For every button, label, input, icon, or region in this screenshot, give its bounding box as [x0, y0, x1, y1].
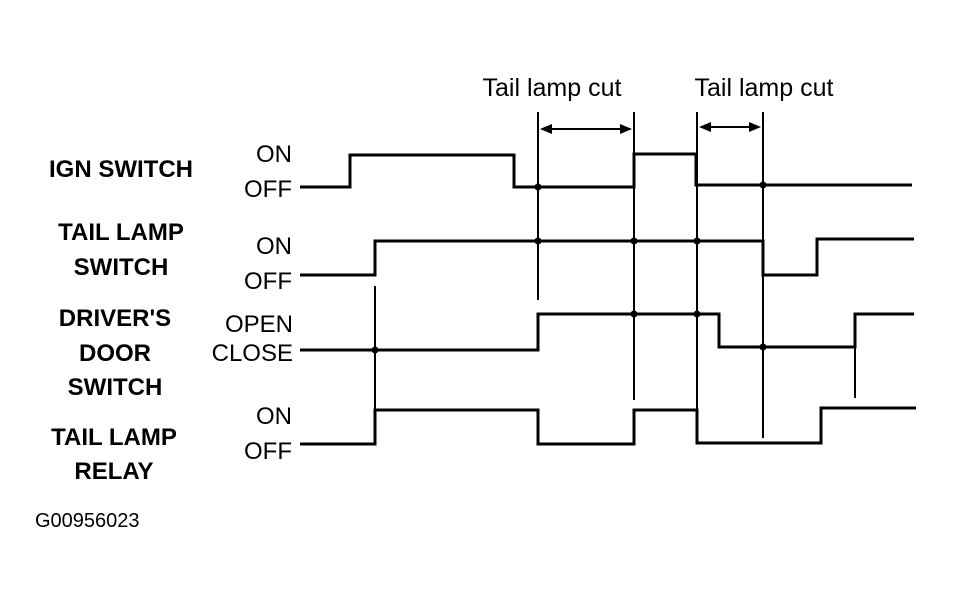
relay-on-label: ON	[256, 403, 292, 430]
tail-switch-on-label: ON	[256, 233, 292, 260]
waveforms	[300, 152, 916, 446]
tail-lamp-switch-label-line1: TAIL LAMP	[58, 219, 184, 246]
tail-lamp-cut-annotation-1: Tail lamp cut	[483, 74, 632, 134]
arrow-left-icon	[540, 124, 552, 134]
timing-markers	[374, 112, 856, 438]
intersection-dot	[534, 183, 542, 191]
state-labels: ON OFF ON OFF OPEN CLOSE ON OFF	[212, 141, 293, 465]
tail-lamp-cut-label: Tail lamp cut	[695, 74, 834, 102]
tail-lamp-relay-label-line1: TAIL LAMP	[51, 424, 177, 451]
ign-switch-label: IGN SWITCH	[49, 156, 193, 183]
tail-switch-off-label: OFF	[244, 268, 292, 295]
tail-lamp-cut-annotation-2: Tail lamp cut	[695, 74, 834, 132]
tail-lamp-switch-label-line2: SWITCH	[74, 254, 169, 281]
arrow-right-icon	[749, 122, 761, 132]
figure-code: G00956023	[35, 510, 140, 532]
intersection-dot	[630, 310, 638, 318]
tail-lamp-switch-waveform	[300, 237, 914, 277]
door-close-label: CLOSE	[212, 340, 293, 367]
tail-lamp-cut-label: Tail lamp cut	[483, 74, 622, 102]
ign-switch-waveform	[300, 152, 912, 189]
intersection-dot	[534, 237, 542, 245]
intersection-dots	[371, 181, 767, 354]
intersection-dot	[759, 181, 767, 189]
tail-lamp-relay-waveform	[300, 406, 916, 446]
intersection-dot	[693, 237, 701, 245]
ign-on-label: ON	[256, 141, 292, 168]
drivers-door-switch-label-line1: DRIVER'S	[59, 305, 171, 332]
signal-labels: IGN SWITCH TAIL LAMP SWITCH DRIVER'S DOO…	[49, 156, 193, 485]
drivers-door-switch-label-line2: DOOR	[79, 340, 151, 367]
ign-off-label: OFF	[244, 176, 292, 203]
door-open-label: OPEN	[225, 311, 293, 338]
intersection-dot	[371, 346, 379, 354]
arrow-right-icon	[620, 124, 632, 134]
intersection-dot	[693, 310, 701, 318]
intersection-dot	[759, 343, 767, 351]
tail-lamp-relay-label-line2: RELAY	[74, 458, 153, 485]
arrow-left-icon	[699, 122, 711, 132]
drivers-door-switch-label-line3: SWITCH	[68, 374, 163, 401]
intersection-dot	[630, 237, 638, 245]
drivers-door-switch-waveform	[300, 312, 914, 352]
relay-off-label: OFF	[244, 438, 292, 465]
